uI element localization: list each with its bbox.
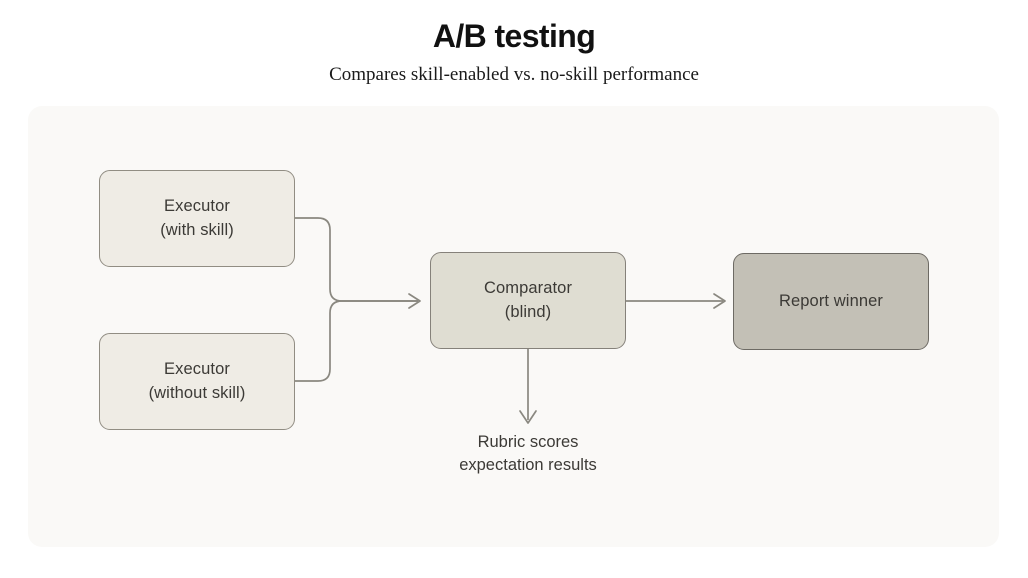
node-executor-with-skill[interactable]: Executor (with skill) [99,170,295,267]
page-subtitle: Compares skill-enabled vs. no-skill perf… [329,63,699,85]
output-note-rubric-scores: Rubric scores expectation results [459,433,597,475]
edge-with-skill-to-comparator [295,217,418,302]
node-executor-without-skill[interactable]: Executor (without skill) [99,333,295,430]
edge-without-skill-to-comparator [295,300,418,382]
arrowhead-to-report [713,293,726,309]
diagram-header: A/B testing Compares skill-enabled vs. n… [0,0,1028,87]
page-title: A/B testing [432,18,596,54]
node-report-winner[interactable]: Report winner [733,253,929,350]
diagram-edges [295,217,726,424]
arrowhead-to-comparator [408,293,421,309]
node-comparator[interactable]: Comparator (blind) [430,252,626,349]
arrowhead-to-output [519,410,537,424]
diagram-panel: Executor (with skill) Executor (without … [28,106,999,547]
diagram-canvas: Executor (with skill) Executor (without … [28,106,999,547]
